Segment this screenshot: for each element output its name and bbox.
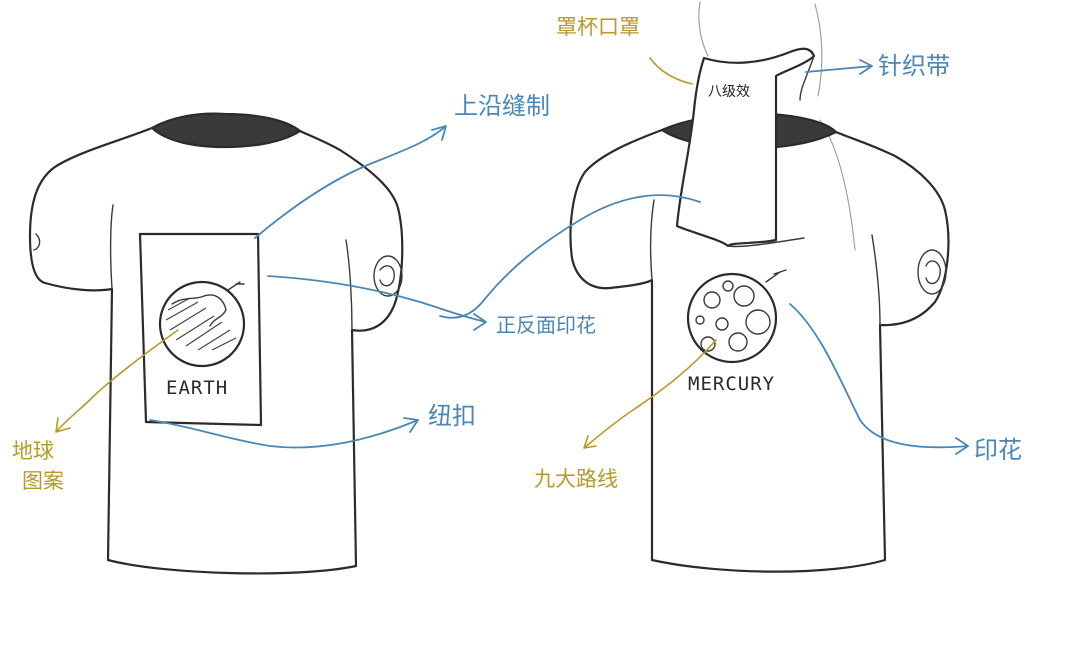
annotations-gold: 地球 图案 罩杯口罩 九大路线 [12, 15, 717, 493]
label-front-print: 正反面印花 [496, 313, 596, 337]
sleeve-seam-right-r [871, 234, 881, 326]
sleeve-badge-mark [379, 265, 395, 287]
label-route: 九大路线 [534, 467, 618, 491]
label-button: 纽扣 [428, 402, 476, 430]
mercury-stem [765, 269, 787, 283]
front-panel-left [138, 232, 263, 427]
tshirt-left: EARTH [28, 112, 404, 575]
arrow-print [789, 303, 969, 455]
arrow-top-stitch [254, 125, 447, 239]
sleeve-badge-mark-right [925, 260, 941, 285]
shoulder-guide [819, 119, 856, 251]
collar-text: 八级效 [708, 84, 750, 100]
annotations-blue: 上沿缝制 正反面印花 纽扣 针织带 印花 [149, 52, 1022, 464]
label-mouth-cover: 罩杯口罩 [556, 15, 640, 39]
tshirt-right: 八级效 MERCURY [569, 1, 950, 573]
arrow-front-print [267, 275, 487, 331]
arrow-earth-design [55, 329, 179, 433]
earth-print-text: EARTH [166, 377, 228, 399]
label-earth-design-1: 地球 [12, 439, 54, 463]
label-knit-band: 针织带 [878, 52, 950, 80]
arrow-front-print-right [439, 194, 701, 319]
globe-stem [227, 281, 245, 291]
sleeve-seam-left [109, 204, 114, 290]
cuff-mark [33, 233, 41, 251]
arrow-route [583, 339, 717, 449]
mask-strap [675, 47, 816, 248]
sleeve-badge-right [917, 249, 947, 295]
label-earth-design-2: 图案 [22, 469, 64, 493]
arrow-knit-band [805, 59, 873, 75]
mercury-print [686, 269, 787, 364]
label-print: 印花 [974, 436, 1022, 464]
sleeve-seam-right [345, 239, 353, 331]
tshirt-right-body [569, 128, 950, 573]
earth-print [158, 280, 246, 368]
strap-hem [727, 237, 805, 248]
collar-left [150, 112, 302, 149]
arrow-button [149, 417, 419, 449]
sleeve-badge-left [373, 255, 403, 297]
neck-guide [814, 3, 823, 97]
label-top-stitch: 上沿缝制 [454, 92, 550, 120]
tshirt-left-body [28, 126, 404, 575]
mercury-print-text: MERCURY [688, 373, 775, 395]
sleeve-seam-right-l [649, 199, 655, 281]
continent-outline [171, 294, 227, 327]
arrow-mouth-cover [649, 57, 693, 85]
strap-loop [799, 55, 815, 101]
head-guide [698, 1, 709, 57]
